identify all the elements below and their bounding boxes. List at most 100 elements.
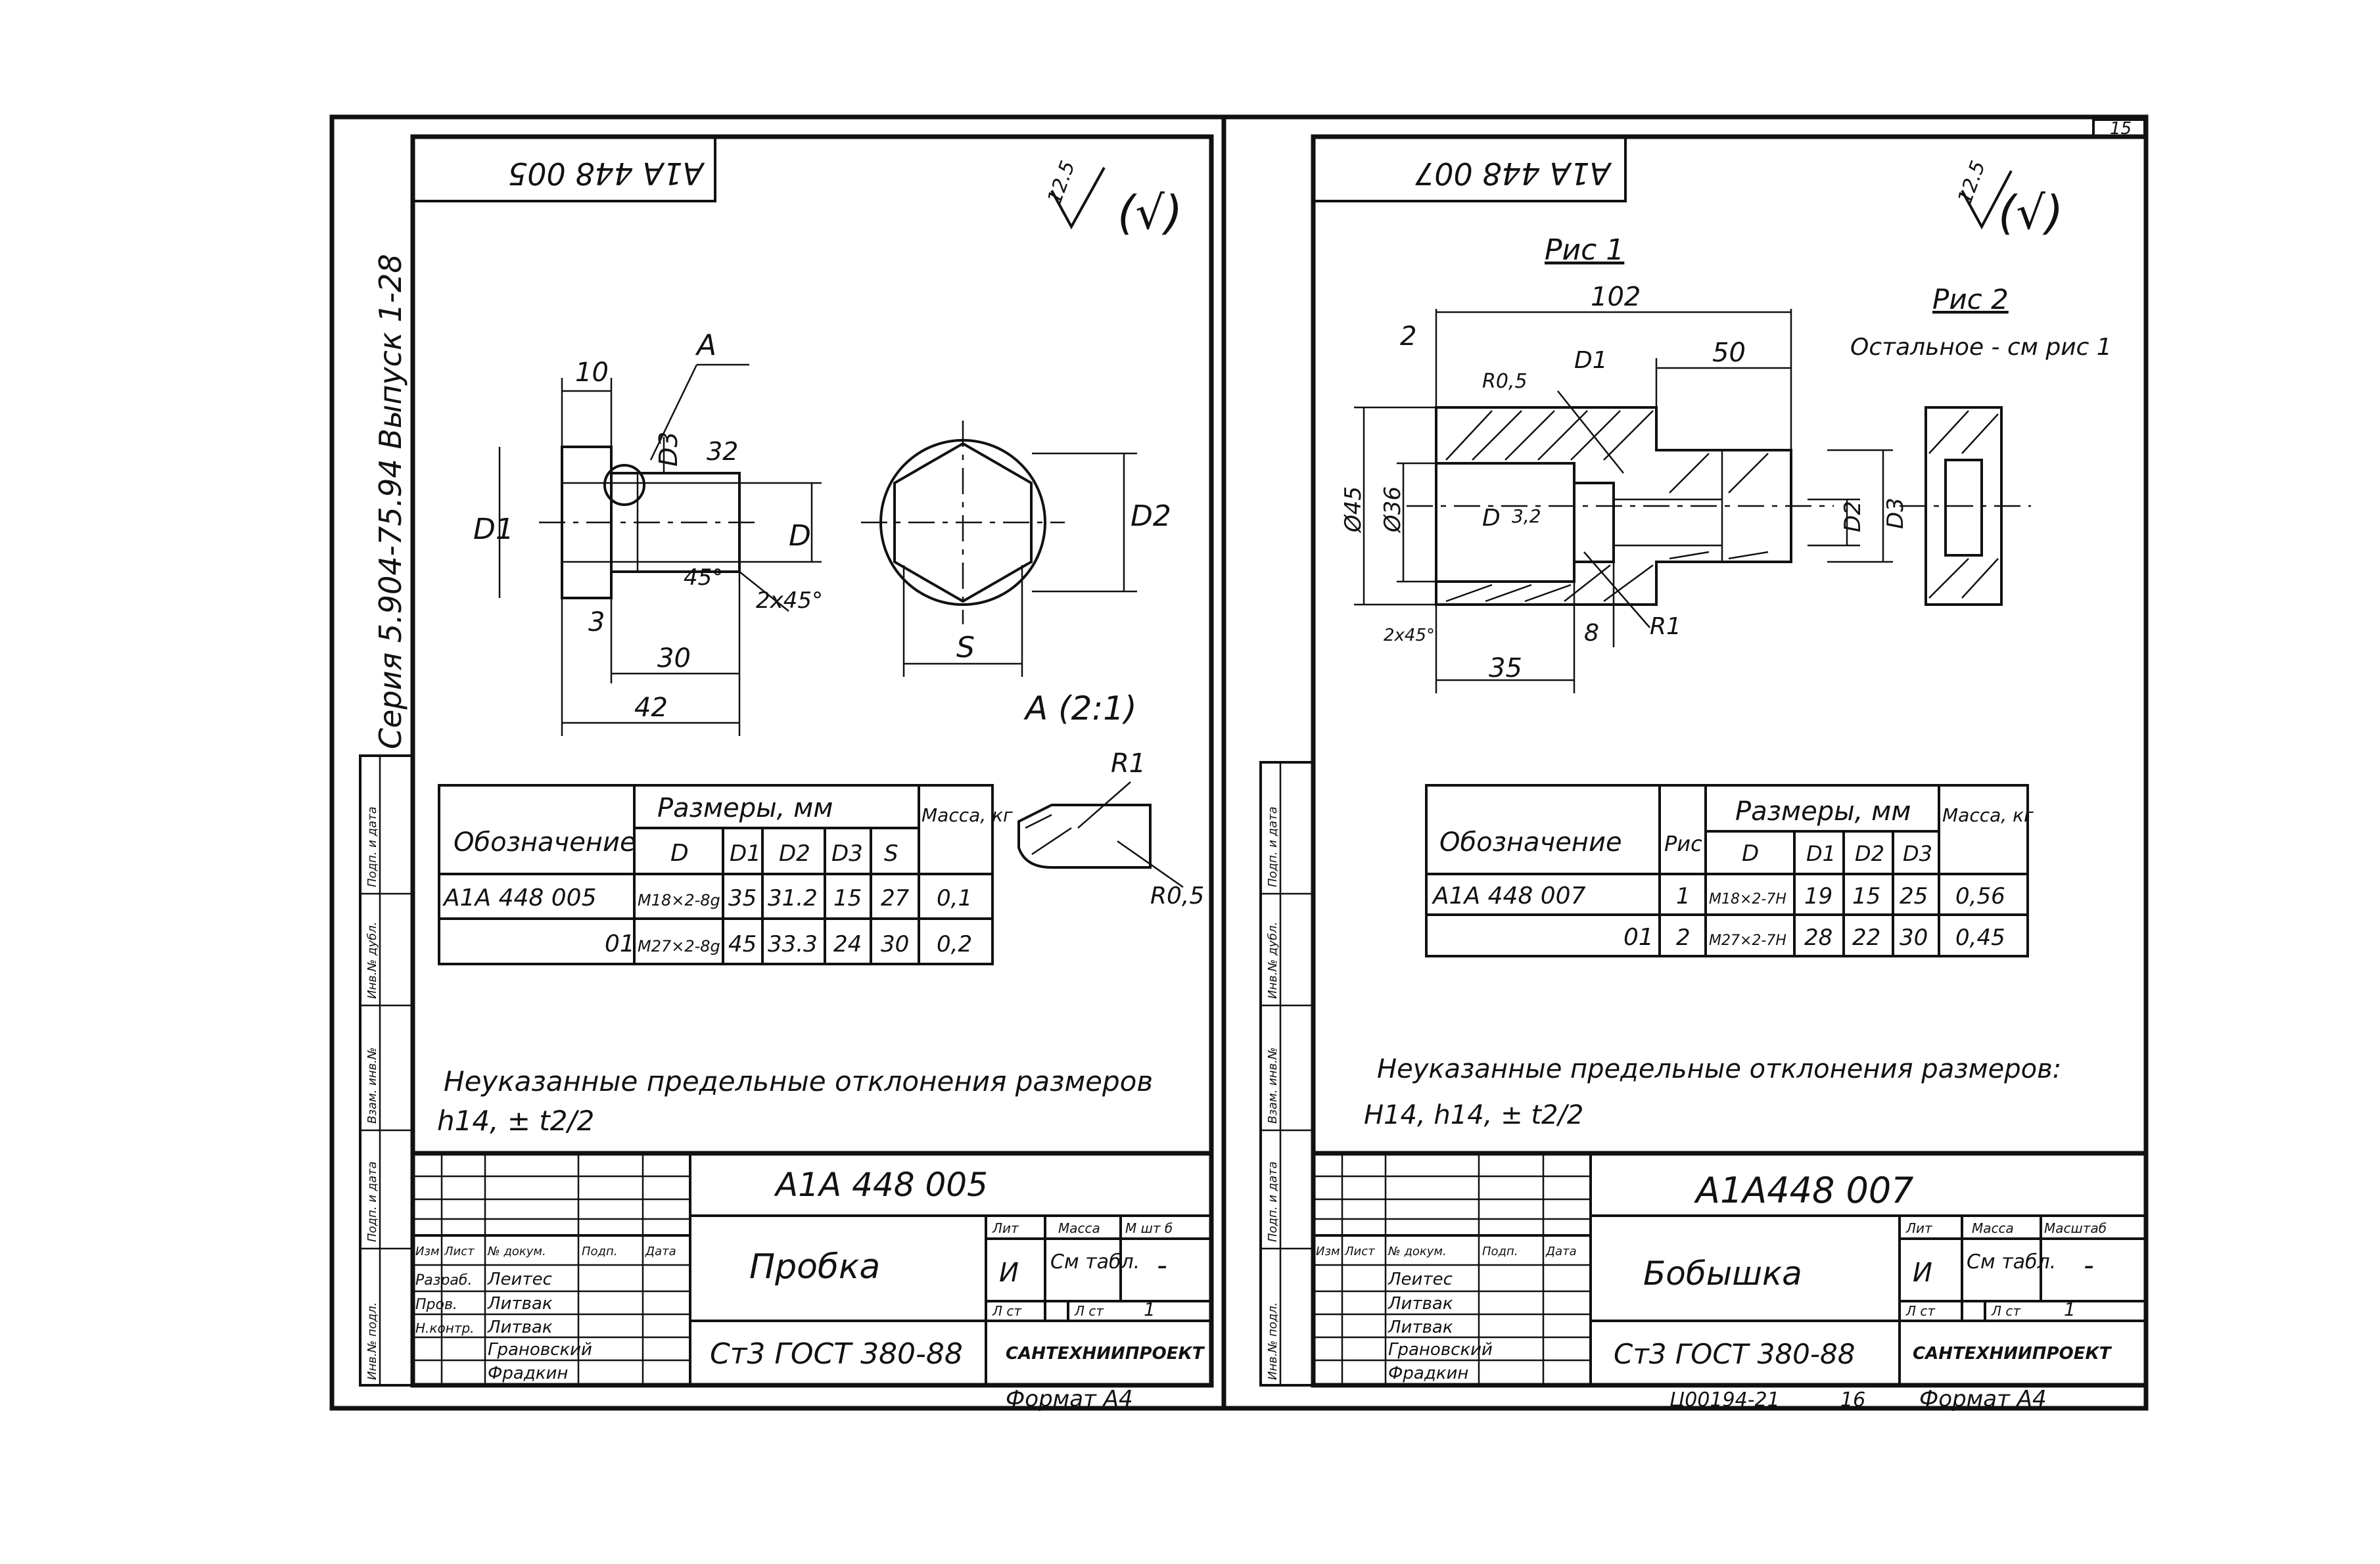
right-row1-designation: А1А 448 007 bbox=[1432, 883, 1586, 909]
right-table: Обозначение Рис Размеры, мм Масса, кг D … bbox=[1425, 784, 2034, 957]
left-tb-scale-value: - bbox=[1157, 1249, 1167, 1282]
dim-50: 50 bbox=[1712, 338, 1746, 368]
left-stamp: (√) bbox=[1117, 186, 1182, 240]
left-note-line2: h14, ± t2/2 bbox=[437, 1105, 594, 1137]
left-col-designation: Обозначение bbox=[454, 827, 636, 858]
left-tb-h-date: Дата bbox=[645, 1245, 676, 1258]
right-tb-h-izm: Изм bbox=[1316, 1245, 1340, 1258]
view-label-a: А bbox=[695, 329, 716, 362]
left-tb-lit-value: И bbox=[999, 1258, 1019, 1288]
left-tb-sheets-value: 1 bbox=[1144, 1299, 1155, 1320]
dim-D3-left: D3 bbox=[654, 432, 683, 467]
right-row1-fig: 1 bbox=[1676, 883, 1691, 909]
right-tb-mass-value: См табл. bbox=[1967, 1251, 2056, 1274]
left-row1-D2: 31.2 bbox=[768, 885, 818, 911]
left-col-mass: Масса, кг bbox=[922, 804, 1013, 826]
dim-3: 3 bbox=[588, 607, 605, 637]
right-tb-lit-value: И bbox=[1913, 1258, 1932, 1288]
left-row2-designation: 01 bbox=[605, 931, 635, 957]
left-tb-role-2: Пров. bbox=[415, 1297, 457, 1313]
left-tb-h-izm: Изм bbox=[415, 1245, 440, 1258]
dim-D-right: D bbox=[1482, 505, 1501, 532]
left-row2-D1: 45 bbox=[728, 931, 757, 957]
right-row1-D1: 19 bbox=[1804, 883, 1832, 909]
right-note-line2: Н14, h14, ± t2/2 bbox=[1364, 1100, 1583, 1130]
dim-D2-left: D2 bbox=[1131, 499, 1171, 533]
left-tb-name-1: Леитес bbox=[487, 1270, 552, 1289]
dim-D1-right: D1 bbox=[1574, 347, 1608, 374]
left-tb-sheets-label: Л ст bbox=[1074, 1303, 1104, 1319]
right-strip-2: Подп. и дата bbox=[1266, 1161, 1280, 1242]
fig2-note: Остальное - см рис 1 bbox=[1850, 334, 2112, 361]
right-sub-D: D bbox=[1742, 840, 1759, 867]
left-note-line1: Неуказанные предельные отклонения размер… bbox=[444, 1065, 1153, 1097]
right-tb-code: А1А448 007 bbox=[1694, 1170, 1914, 1211]
left-code-rotated: А1А 448 005 bbox=[508, 156, 705, 191]
label-text: 12.5 bbox=[1043, 158, 1080, 207]
dim-32-left: 32 bbox=[707, 437, 738, 466]
dim-102: 102 bbox=[1591, 282, 1641, 312]
plug-side-view: 10 А D1 D3 32 D 45° 2х45° 3 30 42 bbox=[473, 329, 823, 736]
left-tb-role-3: Н.контр. bbox=[415, 1320, 475, 1336]
dim-R05-left: R0,5 bbox=[1150, 883, 1204, 909]
right-tb-h-date: Дата bbox=[1545, 1245, 1577, 1258]
right-row2-mass: 0,45 bbox=[1955, 925, 2005, 951]
left-row2-S: 30 bbox=[881, 931, 909, 957]
left-tb-name-5: Фрадкин bbox=[488, 1364, 568, 1383]
dim-10: 10 bbox=[575, 357, 609, 388]
left-sub-D3: D3 bbox=[831, 840, 863, 867]
dim-D3-right: D3 bbox=[1882, 497, 1909, 529]
right-row1-D2: 15 bbox=[1852, 883, 1880, 909]
left-row1-D1: 35 bbox=[728, 885, 757, 911]
left-row2-mass: 0,2 bbox=[937, 931, 972, 957]
right-format: Формат А4 bbox=[1919, 1386, 2047, 1412]
left-tb-name: Пробка bbox=[749, 1247, 880, 1287]
right-tb-name-1: Леитес bbox=[1388, 1270, 1453, 1289]
right-col-designation: Обозначение bbox=[1439, 827, 1622, 858]
right-row2-designation: 01 bbox=[1623, 924, 1654, 951]
right-tb-name-4: Грановский bbox=[1388, 1340, 1493, 1360]
dim-45deg: 45° bbox=[684, 564, 723, 591]
dim-D-left: D bbox=[789, 519, 811, 553]
right-code-rotated: А1А 448 007 bbox=[1415, 156, 1612, 191]
left-tb-scale-label: М шт б bbox=[1125, 1220, 1173, 1236]
dim-8: 8 bbox=[1584, 620, 1599, 647]
right-row2-D3: 30 bbox=[1900, 925, 1928, 951]
right-tb-sheet-label: Л ст bbox=[1905, 1303, 1936, 1319]
left-row2-D: М27×2-8g bbox=[638, 937, 720, 955]
detail-a-label: А (2:1) bbox=[1023, 689, 1137, 727]
left-stamp-grid bbox=[413, 1153, 690, 1385]
dim-phi45: Ø45 bbox=[1340, 486, 1366, 534]
right-tb-name-2: Литвак bbox=[1388, 1294, 1453, 1314]
right-tb-name-5: Фрадкин bbox=[1388, 1364, 1468, 1383]
left-row1-mass: 0,1 bbox=[937, 885, 972, 911]
left-row1-D: М18×2-8g bbox=[638, 891, 720, 909]
right-row1-mass: 0,56 bbox=[1955, 883, 2005, 909]
dim-S: S bbox=[956, 631, 975, 664]
left-sub-D1: D1 bbox=[730, 840, 761, 867]
page-bottom-note: Ц00194-21 bbox=[1669, 1389, 1780, 1412]
left-sub-S: S bbox=[884, 840, 898, 867]
right-col-mass: Масса, кг bbox=[1942, 804, 2034, 826]
right-col-fig: Рис bbox=[1664, 831, 1702, 856]
right-tb-org: САНТЕХНИИПРОЕКТ bbox=[1913, 1344, 2112, 1364]
fig2-label: Рис 2 bbox=[1932, 283, 2009, 315]
right-title-block: Изм Лист № докум. Подп. Дата Леитес Литв… bbox=[1311, 1151, 2149, 1388]
left-strip-4: Инв.№ дубл. bbox=[365, 922, 379, 999]
right-stamp-grid bbox=[1313, 1153, 1591, 1385]
right-side-strip: Инв.№ подл. Подп. и дата Взам. инв.№ Инв… bbox=[1259, 761, 1315, 1387]
right-tb-material: Ст3 ГОСТ 380-88 bbox=[1614, 1338, 1855, 1370]
right-row1-D3: 25 bbox=[1900, 883, 1928, 909]
left-roughness-icon: 12.5 bbox=[1043, 158, 1106, 230]
fig2-section bbox=[1900, 406, 2031, 606]
left-tb-name-4: Грановский bbox=[488, 1340, 592, 1360]
right-tb-name: Бобышка bbox=[1643, 1254, 1802, 1293]
right-strip-3: Взам. инв.№ bbox=[1266, 1047, 1280, 1124]
dim-2x45-right: 2х45° bbox=[1384, 626, 1435, 645]
right-tb-name-3: Литвак bbox=[1388, 1318, 1453, 1337]
dim-30: 30 bbox=[657, 643, 691, 674]
dim-2: 2 bbox=[1400, 321, 1416, 352]
left-strip-2: Подп. и дата bbox=[365, 1161, 379, 1242]
right-row2-D1: 28 bbox=[1804, 925, 1832, 951]
right-row2-D: М27×2-7Н bbox=[1709, 932, 1786, 949]
